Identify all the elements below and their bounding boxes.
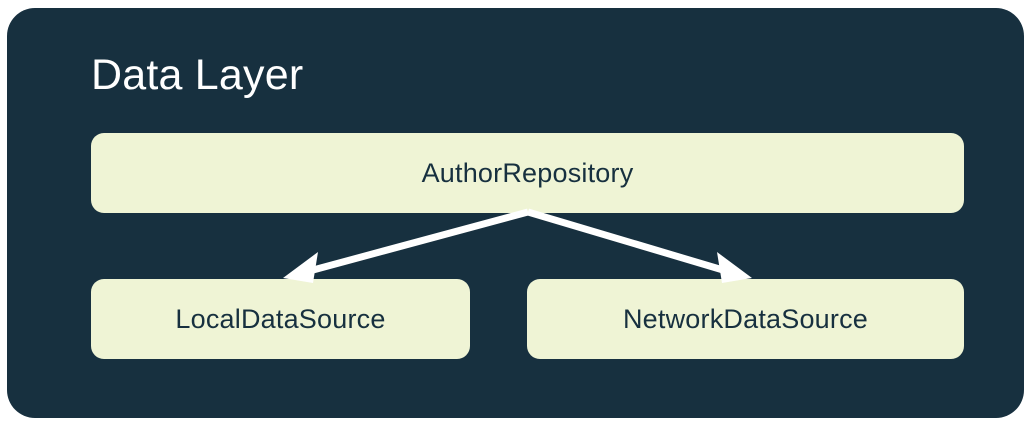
node-label-network-data-source: NetworkDataSource <box>622 304 868 334</box>
node-label-author-repository: AuthorRepository <box>421 158 634 188</box>
page-title: Data Layer <box>91 51 304 99</box>
node-network-data-source[interactable]: NetworkDataSource <box>527 279 964 359</box>
node-local-data-source[interactable]: LocalDataSource <box>91 279 470 359</box>
node-author-repository[interactable]: AuthorRepository <box>91 133 964 213</box>
node-label-local-data-source: LocalDataSource <box>175 304 386 334</box>
